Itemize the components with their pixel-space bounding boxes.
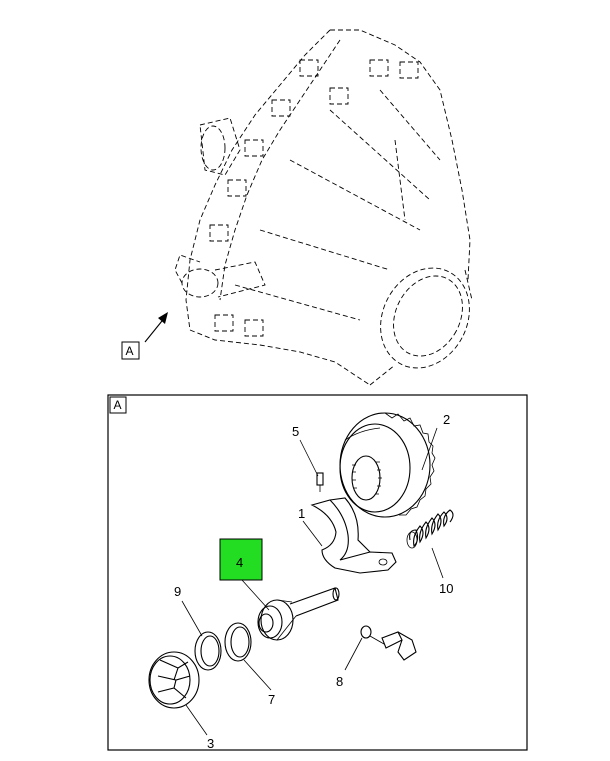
callout-7[interactable]: 5 [292,424,299,439]
callout-3[interactable]: 3 [207,736,214,751]
part-1-shift-fork [310,497,397,574]
callout-5[interactable]: 7 [268,692,275,707]
view-label: A [126,344,134,358]
callout-8[interactable]: 8 [336,674,343,689]
callout-1[interactable]: 1 [298,506,305,521]
callout-4[interactable]: 4 [236,555,243,570]
leader-lines [181,427,444,736]
part-5-o-ring [224,622,252,662]
part-10-spring [406,509,454,549]
part-8-sensor [360,625,417,661]
callout-2[interactable]: 2 [443,412,450,427]
part-9-seal [194,631,222,671]
part-3-cap [148,651,200,709]
callout-4-highlight[interactable] [219,538,263,581]
callout-labels: 5 2 1 4 10 9 7 8 3 [174,412,453,751]
transmission-housing [174,29,473,386]
detail-label-box [109,396,127,414]
part-2-gear [339,412,436,518]
callout-9[interactable]: 9 [174,584,181,599]
part-7-pin [316,472,324,492]
view-indicator: A [121,312,168,360]
view-label-box [121,341,140,360]
detail-label: A [114,398,122,412]
callout-10[interactable]: 10 [439,581,453,596]
detail-frame [107,394,528,751]
part-4-shaft [257,587,340,641]
